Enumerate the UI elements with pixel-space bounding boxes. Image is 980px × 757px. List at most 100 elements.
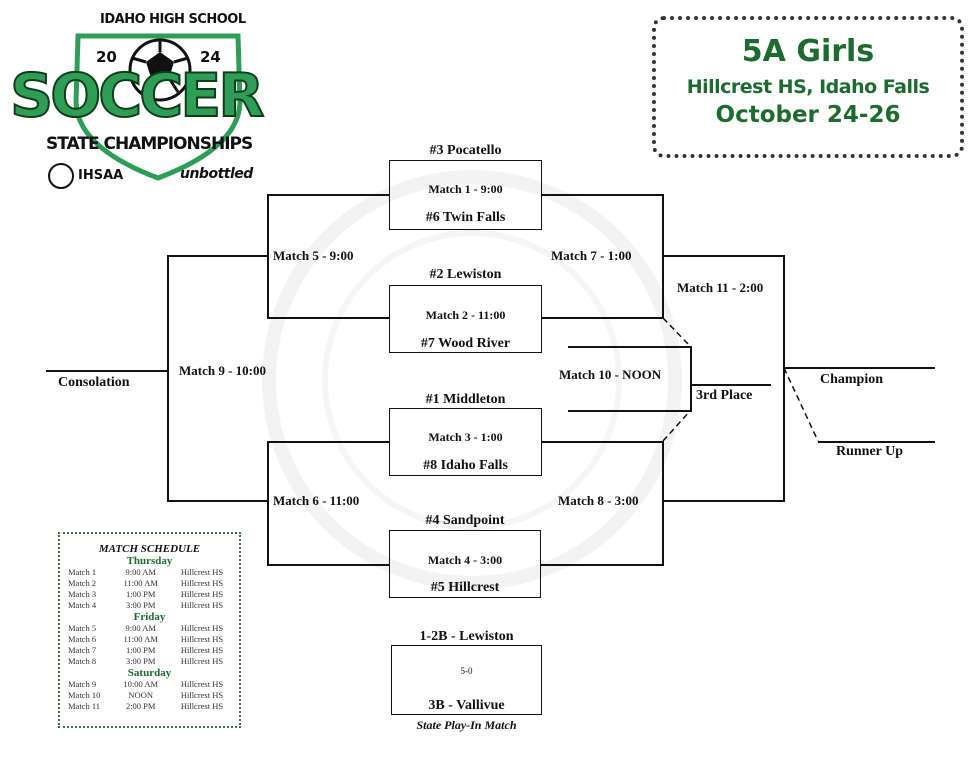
schedule-time: 3:00 PM [125,600,156,610]
logo-year-left: 20 [96,48,117,66]
schedule-row: Match 4 3:00 PM Hillcrest HS [60,600,239,611]
schedule-time: 11:00 AM [123,578,158,588]
match-3-label: Match 3 - 1:00 [428,430,503,444]
bracket-line [818,441,935,443]
schedule-match: Match 10 [68,690,101,700]
bracket-line [267,441,390,443]
schedule-time: 1:00 PM [125,589,156,599]
dates-text: October 24-26 [715,102,901,128]
schedule-site: Hillcrest HS [180,690,224,700]
bracket-line [267,441,269,566]
schedule-day-heading: Saturday [127,667,172,679]
schedule-time: 9:00 AM [125,623,156,633]
schedule-row: Match 10 NOON Hillcrest HS [60,690,239,701]
bracket-line [690,346,692,412]
schedule-time: 9:00 AM [125,567,156,577]
bracket-line [167,255,169,502]
team-hillcrest: #5 Hillcrest [430,580,500,595]
schedule-title: MATCH SCHEDULE [98,543,201,555]
schedule-site: Hillcrest HS [180,634,224,644]
logo-sponsor: unbottled [180,166,253,182]
bracket-line [46,370,168,372]
schedule-site: Hillcrest HS [180,600,224,610]
schedule-match: Match 9 [68,679,97,689]
bracket-line [167,255,268,257]
bracket-line [662,441,664,566]
playin-score: 5-0 [460,666,473,676]
bracket-line [541,564,663,566]
schedule-time: 11:00 AM [123,634,158,644]
bracket-line [267,564,390,566]
team-twin-falls: #6 Twin Falls [425,210,506,225]
logo-org: IHSAA [78,168,124,183]
match-10-label: Match 10 - NOON [559,367,662,382]
watermark-seal-inner [322,230,622,530]
schedule-day-heading: Friday [133,611,166,623]
bracket-line [662,500,784,502]
bracket-line [541,441,663,443]
bracket-line [568,346,691,348]
division-title: 5A Girls [741,34,875,69]
match-11-label: Match 11 - 2:00 [677,280,764,295]
team-lewiston: #2 Lewiston [429,267,502,282]
logo-top-text: IDAHO HIGH SCHOOL [100,12,246,27]
bracket-line [267,194,269,319]
bracket-line [267,317,390,319]
playin-top-team: 1-2B - Lewiston [419,629,514,644]
bracket-line [662,194,664,319]
match-4-label: Match 4 - 3:00 [427,553,503,567]
bracket-line [267,194,390,196]
schedule-match: Match 5 [68,623,97,633]
playin-caption: State Play-In Match [416,718,517,732]
schedule-row: Match 5 9:00 AM Hillcrest HS [60,623,239,634]
match-1-label: Match 1 - 9:00 [428,182,503,196]
schedule-row: Match 6 11:00 AM Hillcrest HS [60,634,239,645]
schedule-match: Match 2 [68,578,97,588]
logo-graphic [73,33,243,181]
schedule-site: Hillcrest HS [180,623,224,633]
schedule-match: Match 8 [68,656,97,666]
venue-text: Hillcrest HS, Idaho Falls [686,76,930,98]
match-5-label: Match 5 - 9:00 [273,248,354,263]
schedule-time: NOON [128,690,153,700]
match-6-label: Match 6 - 11:00 [273,493,360,508]
third-place-label: 3rd Place [696,388,753,403]
schedule-match: Match 4 [68,600,97,610]
champion-label: Champion [820,372,884,387]
schedule-match: Match 6 [68,634,97,644]
event-title-box: 5A Girls Hillcrest HS, Idaho Falls Octob… [652,16,964,158]
schedule-time: 10:00 AM [123,679,159,689]
logo-main-text: SOCCER [9,61,265,131]
schedule-site: Hillcrest HS [180,645,224,655]
team-pocatello: #3 Pocatello [429,143,502,158]
ihsaa-seal-icon [48,163,74,189]
team-idaho-falls: #8 Idaho Falls [423,458,508,473]
logo-sub-text: STATE CHAMPIONSHIPS [46,134,253,154]
match-2-box [389,285,542,353]
match-9-label: Match 9 - 10:00 [179,363,267,378]
schedule-row: Match 3 1:00 PM Hillcrest HS [60,589,239,600]
bracket-line [167,500,268,502]
schedule-match: Match 1 [68,567,97,577]
bracket-line [690,384,771,386]
playin-box [391,645,542,715]
schedule-site: Hillcrest HS [180,578,224,588]
schedule-site: Hillcrest HS [180,589,224,599]
playin-bottom-team: 3B - Vallivue [428,698,505,713]
schedule-match: Match 7 [68,645,97,655]
runner-up-label: Runner Up [836,444,904,459]
match-2-label: Match 2 - 11:00 [425,308,506,322]
bracket-line [783,255,785,502]
bracket-line [783,367,935,369]
schedule-time: 3:00 PM [125,656,156,666]
team-wood-river: #7 Wood River [420,336,511,351]
schedule-match: Match 3 [68,589,97,599]
